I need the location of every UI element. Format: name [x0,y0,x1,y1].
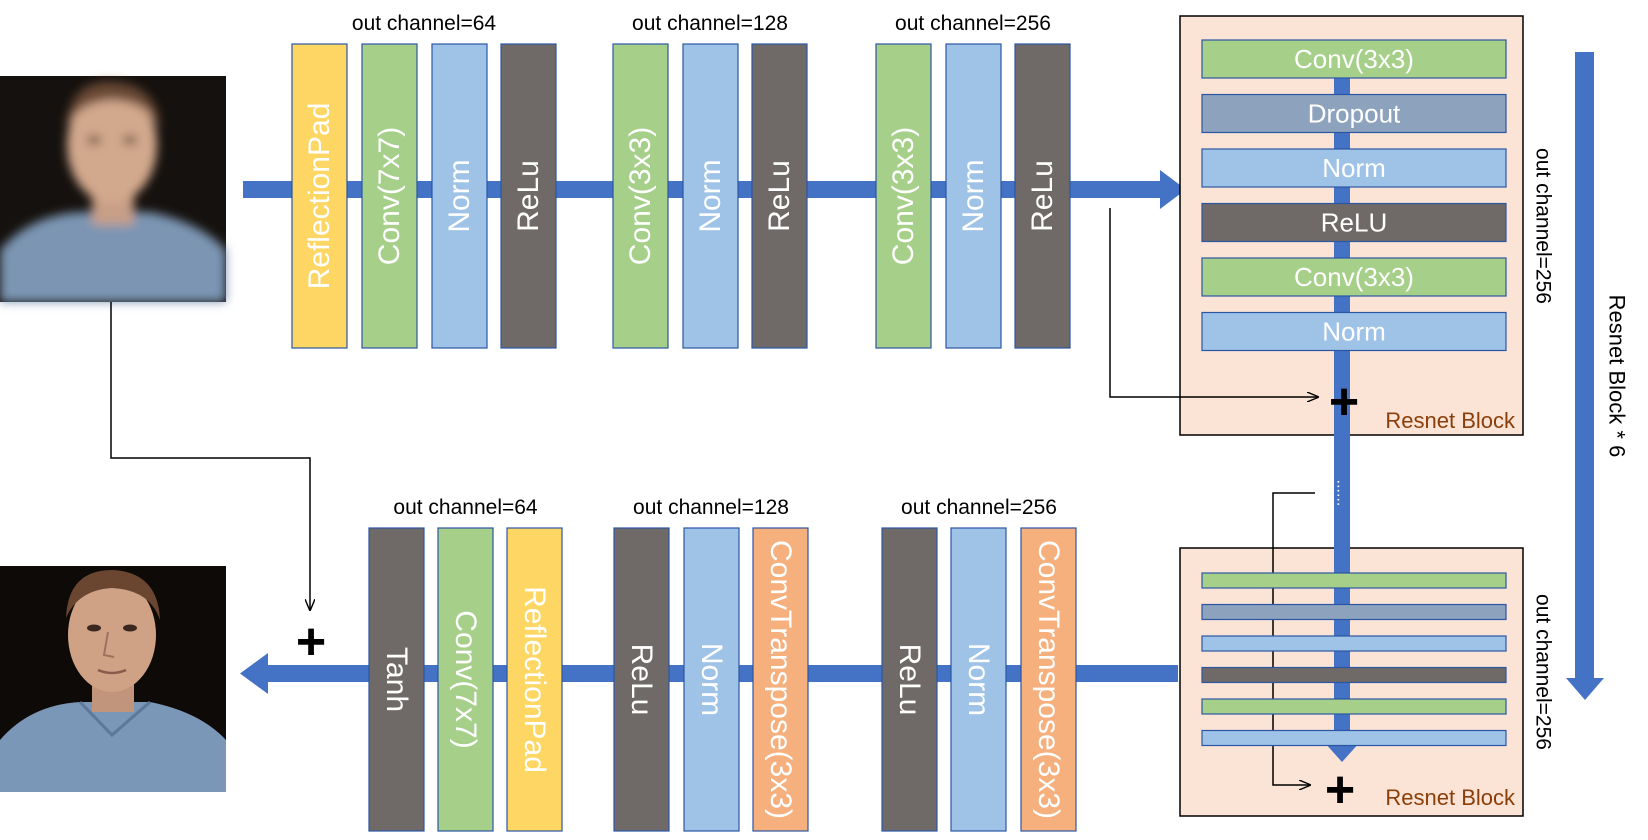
resnet1-norm-5-label: Norm [1322,317,1386,347]
decoder-relu-1-0-label: ReLu [625,644,658,716]
encoder-relu-0-3-box [500,43,557,349]
decoder-relu-2-0-label: ReLu [893,644,926,716]
decoder-convtranspose-3x3-2-2-label: ConvTranspose(3x3) [1032,540,1065,819]
encoder-channel-label-2: out channel=256 [895,12,1051,35]
resnet1-title: Resnet Block [1385,408,1516,433]
encoder-norm-1-1-box [682,43,739,349]
global-skip-line [110,302,310,610]
encoder-norm-2-1-box [945,43,1002,349]
resnet2-plus-icon: + [1325,761,1355,819]
decoder-channel-label-1: out channel=128 [633,496,789,519]
decoder-norm-2-1-label: Norm [962,643,995,716]
encoder-conv-3x3-2-0-box [875,43,932,349]
encoder-reflectionpad-0-0-label: ReflectionPad [303,103,336,290]
decoder-norm-1-1-label: Norm [695,643,728,716]
resnet2-side-label: out channel=256 [1532,594,1555,750]
encoder-norm-0-2-label: Norm [443,159,476,232]
decoder-convtranspose-3x3-1-2-box [752,527,809,832]
resnet1-conv-3x3-0-box [1201,39,1507,79]
resnet1-dropout-1-box [1201,93,1507,134]
resnet2-stripe-4 [1201,698,1507,715]
resnet-repeat-arrow [1566,52,1604,700]
encoder-conv-3x3-1-0-label: Conv(3x3) [624,127,657,265]
resnet2-stripe-0 [1201,572,1507,589]
resnet1-relu-3-label: ReLU [1321,208,1387,238]
input-photo [0,76,226,302]
resnet1-dropout-1-label: Dropout [1308,99,1401,129]
resnet1-norm-2-label: Norm [1322,153,1386,183]
encoder-channel-label-0: out channel=64 [352,12,497,35]
resnet2-stripe-5 [1201,729,1507,747]
resnet1-skip-line [1109,208,1318,397]
decoder-channel-label-0: out channel=64 [393,496,538,519]
resnet1-conv-3x3-0-label: Conv(3x3) [1294,44,1414,74]
encoder-relu-1-2-box [751,43,808,349]
encoder-norm-2-1-label: Norm [957,159,990,232]
encoder-norm-1-1-label: Norm [694,159,727,232]
resnet1-conv-3x3-4-label: Conv(3x3) [1294,262,1414,292]
decoder-relu-1-0-box [613,527,670,832]
encoder-channel-label-1: out channel=128 [632,12,788,35]
decoder-tanh-0-0-box [368,527,425,832]
decoder-norm-2-1-box [950,527,1007,832]
decoder-convtranspose-3x3-1-2-label: ConvTranspose(3x3) [764,540,797,819]
encoder-conv-3x3-1-0-box [612,43,669,349]
resnet1-relu-3-box [1201,202,1507,243]
resnet2-stripe-1 [1201,603,1507,621]
encoder-reflectionpad-0-0-box [291,43,348,349]
decoder-conv-7x7-0-1-box [437,527,494,832]
encoder-relu-1-2-label: ReLu [763,160,796,232]
decoder-norm-1-1-box [683,527,740,832]
resnet1-side-label: out channel=256 [1532,148,1555,304]
encoder-relu-2-2-label: ReLu [1026,160,1059,232]
resnet-ellipsis: ...... [1334,480,1351,507]
resnet1-norm-2-box [1201,148,1507,188]
resnet1-norm-5-box [1201,311,1507,352]
encoder-conv-7x7-0-1-label: Conv(7x7) [373,127,406,265]
decoder-convtranspose-3x3-2-2-box [1020,527,1077,832]
decoder-channel-label-2: out channel=256 [901,496,1057,519]
decoder-reflectionpad-0-2-box [506,527,563,832]
resnet2-stripe-2 [1201,635,1507,652]
resnet1-conv-3x3-4-box [1201,257,1507,297]
output-photo [0,566,226,792]
encoder-relu-0-3-label: ReLu [512,160,545,232]
decoder-conv-7x7-0-1-label: Conv(7x7) [449,610,482,748]
resnet-repeat-label: Resnet Block * 6 [1605,295,1630,458]
global-plus-icon: + [296,613,326,671]
decoder-tanh-0-0-label: Tanh [380,647,413,712]
decoder-reflectionpad-0-2-label: ReflectionPad [518,586,551,773]
channel-labels: out channel=64 out channel=128 out channel… [296,12,1630,819]
encoder-conv-3x3-2-0-label: Conv(3x3) [887,127,920,265]
encoder-conv-7x7-0-1-box [361,43,418,349]
resnet2-stripe-3 [1201,666,1507,684]
decoder-relu-2-0-box [881,527,938,832]
resnet2-title: Resnet Block [1385,785,1516,810]
encoder-norm-0-2-box [431,43,488,349]
resnet1-plus-icon: + [1329,373,1359,431]
encoder-relu-2-2-box [1014,43,1071,349]
